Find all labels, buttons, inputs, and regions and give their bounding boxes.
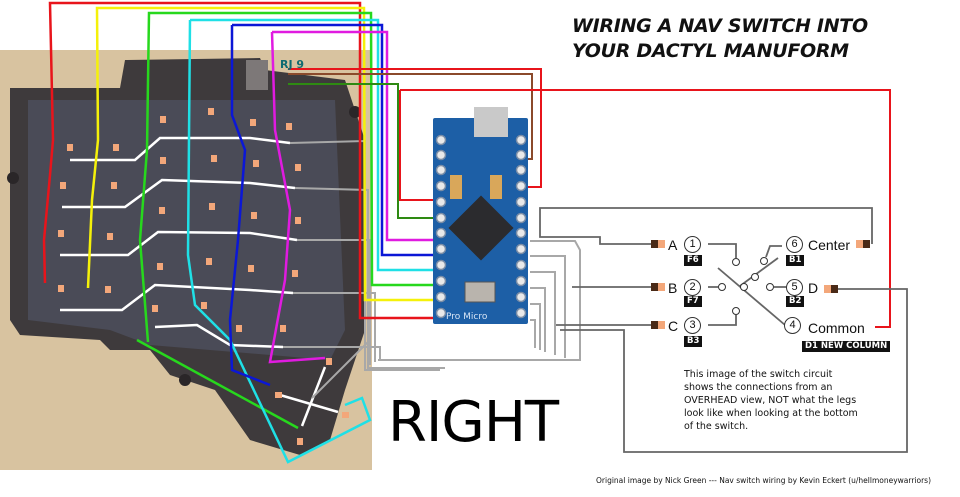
overhead-view-note: This image of the switch circuit shows t… [684,369,858,432]
wire-yellow [86,6,440,302]
wire-common-red [400,89,891,328]
column-wires [42,1,440,464]
terminal-c-pin: B3 [684,336,703,347]
wire-magenta-top [272,30,440,242]
terminal-b-pin: F7 [684,296,702,307]
wire-green-thumb [136,338,299,430]
wire-rj-green [288,83,435,219]
rj9-jack [246,60,268,90]
switch-connection-wires [539,207,908,453]
terminal-b-number: 2 [684,279,701,296]
page-title: WIRING A NAV SWITCH INTO YOUR DACTYL MAN… [572,14,868,64]
terminal-a-number: 1 [684,236,701,253]
title-line-1: WIRING A NAV SWITCH INTO [572,15,868,37]
terminal-common-pin: D1 NEW COLUMN [802,341,891,352]
wire-green [138,11,440,343]
terminal-common-number: 4 [784,317,801,334]
wire-cyan [186,19,372,464]
switch-contacts [718,257,774,315]
rj9-label: RJ 9 [280,58,305,71]
image-credit: Original image by Nick Green --- Nav swi… [596,476,932,485]
terminal-common-label: Common [808,320,865,336]
screw-hole [349,106,361,118]
keyboard-plate [28,100,345,360]
terminal-b-letter: B [668,280,678,296]
title-line-2: YOUR DACTYL MANUFORM [572,40,849,62]
screw-hole [7,172,19,184]
wire-magenta [268,31,326,364]
pro-micro-board: Pro Micro [433,107,528,324]
usb-port [474,107,508,137]
screw-hole [179,374,191,386]
terminal-a-letter: A [668,237,678,253]
wire-cyan-top [190,18,440,272]
side-label: RIGHT [388,390,559,455]
terminal-d-letter: D [808,280,819,296]
terminal-center-label: Center [808,237,851,253]
connector-pads [651,240,870,329]
terminal-c-number: 3 [684,317,701,334]
crystal [464,281,496,303]
mcu-chip [448,195,514,261]
wire-rj-red [288,68,542,188]
terminal-c-letter: C [668,318,679,334]
wire-blue [228,25,271,387]
switch-pads [58,108,349,445]
terminal-d-number: 5 [786,279,803,296]
terminal-a-pin: F6 [684,255,702,266]
terminal-center-number: 6 [786,236,803,253]
terminal-d-pin: B2 [786,296,805,307]
board-name: Pro Micro [446,312,488,322]
wire-blue-top [232,23,440,257]
terminal-center-pin: B1 [786,255,805,266]
pins [435,134,527,319]
wire-red [42,1,440,320]
